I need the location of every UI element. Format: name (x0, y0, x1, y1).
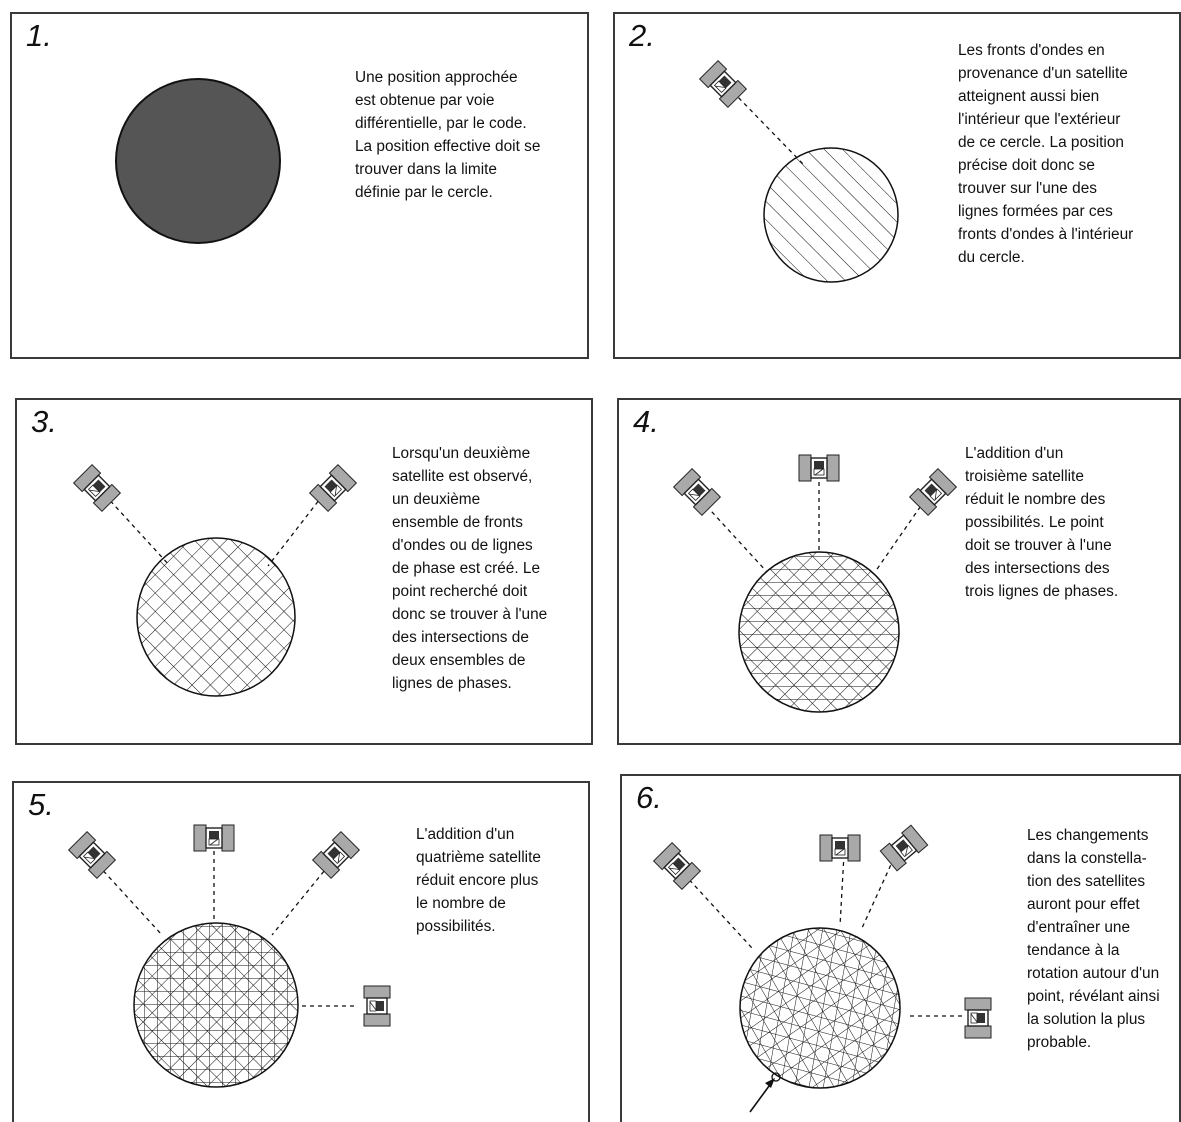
panel-3-illustration (72, 463, 358, 697)
panel-number: 3. (31, 404, 57, 439)
satellite-icon (311, 830, 361, 880)
panel-2: 2. Les fronts d'ondes en provenance d'un… (613, 12, 1181, 359)
panel-description: Lorsqu'un deuxième satellite est observé… (392, 445, 548, 692)
rotating-hatched-circle (739, 927, 901, 1089)
arrow-icon (749, 1081, 773, 1113)
satellite-icon (308, 463, 358, 513)
satellite-icon (363, 985, 391, 1027)
panel-description: L'addition d'un troisième satellite rédu… (965, 445, 1119, 600)
hatched-circle (763, 147, 899, 283)
panel-description: Les fronts d'ondes en provenance d'un sa… (958, 42, 1134, 266)
satellite-icon (964, 997, 992, 1039)
panel-4: 4. L'addition d'un troisième satellite r… (617, 398, 1181, 745)
panel-number: 5. (28, 787, 54, 822)
panel-5-illustration (67, 824, 391, 1088)
probable-solution-point (771, 1072, 781, 1082)
four-set-hatched-circle (133, 922, 299, 1088)
panel-2-illustration (698, 59, 899, 283)
satellite-icon (67, 830, 117, 880)
satellite-icon (672, 467, 722, 517)
satellite-icon (698, 59, 748, 109)
panel-1-illustration (115, 78, 281, 244)
satellite-icon (879, 824, 929, 872)
panel-4-illustration (672, 454, 958, 713)
panel-5: 5. L'addition d'un quatrième satellite r… (12, 781, 590, 1122)
satellite-icon (908, 467, 958, 517)
panel-number: 6. (636, 780, 662, 815)
satellite-icon (72, 463, 122, 513)
three-set-hatched-circle (738, 551, 900, 713)
position-circle (115, 78, 281, 244)
panel-3: 3. Lorsqu'un deuxième satellite est obse… (15, 398, 593, 745)
crosshatched-circle (136, 537, 296, 697)
satellite-icon (798, 454, 840, 482)
satellite-icon (652, 841, 702, 891)
satellite-icon (193, 824, 235, 852)
panel-description: Les changements dans la constella- tion … (1027, 827, 1160, 1051)
satellite-icon (819, 834, 861, 862)
panel-number: 1. (26, 18, 52, 53)
panel-6: 6. Les changements dans la constella- ti… (620, 774, 1181, 1122)
panel-number: 2. (629, 18, 655, 53)
panel-1: 1. Une position approchée est obtenue pa… (10, 12, 589, 359)
panel-6-illustration (652, 824, 992, 1113)
panel-description: L'addition d'un quatrième satellite rédu… (416, 826, 541, 935)
panel-description: Une position approchée est obtenue par v… (355, 69, 541, 201)
arrowhead-icon (765, 1078, 775, 1088)
panel-number: 4. (633, 404, 659, 439)
